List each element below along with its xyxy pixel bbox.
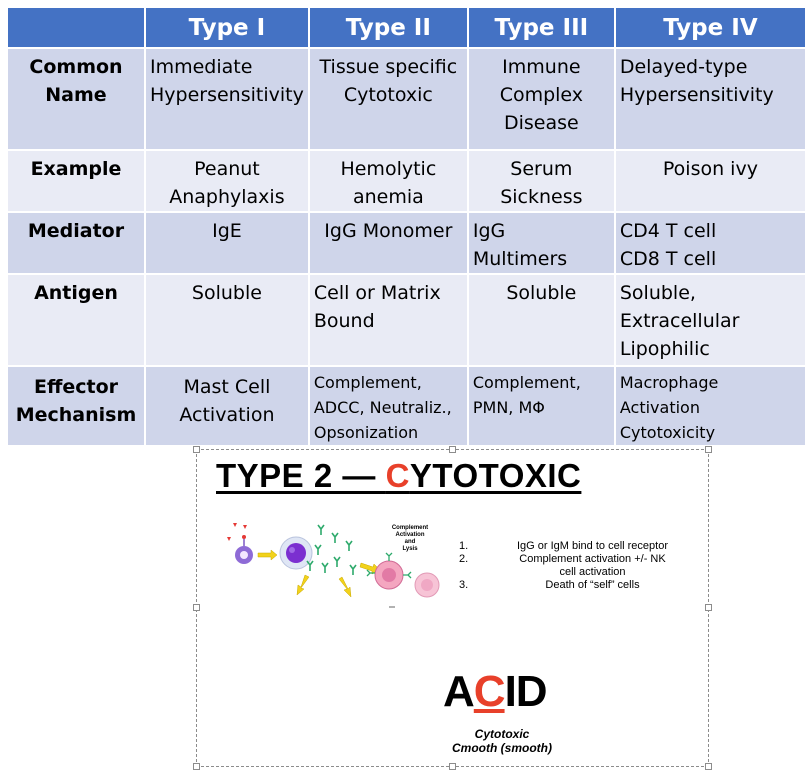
header-type-3: Type III (467, 8, 616, 48)
resize-handle-middle-left[interactable] (193, 604, 200, 611)
cell-type2-mediator: IgG Monomer (308, 211, 469, 274)
row-header-example: Example (8, 149, 146, 212)
cell-type1-common-name: Immediate Hypersensitivity (145, 47, 310, 150)
table-row-example: Example Peanut Anaphylaxis Hemolytic ane… (8, 149, 807, 212)
table-row-antigen: Antigen Soluble Cell or Matrix Bound Sol… (8, 273, 807, 366)
row-header-antigen: Antigen (8, 273, 146, 366)
cell-type1-example: Peanut Anaphylaxis (145, 149, 310, 212)
table-row-mediator: Mediator IgE IgG Monomer IgG Multimers C… (8, 211, 807, 274)
resize-handle-bottom-center[interactable] (449, 763, 456, 770)
cell-type1-effector-mechanism: Mast Cell Activation (145, 365, 310, 445)
cell-type3-common-name: Immune Complex Disease (467, 47, 616, 150)
cell-type4-mediator: CD4 T cell CD8 T cell (614, 211, 807, 274)
header-blank (8, 8, 146, 48)
cytotoxic-illustration: Complement Activation and Lysis (227, 523, 440, 608)
row-header-mediator: Mediator (8, 211, 146, 274)
cell-type3-effector-mechanism: Complement, PMN, MΦ (467, 365, 616, 445)
header-type-4: Type IV (614, 8, 807, 48)
illustration-label-2: Activation (395, 532, 424, 538)
cell-type3-example: Serum Sickness (467, 149, 616, 212)
table-row-common-name: Common Name Immediate Hypersensitivity T… (8, 47, 807, 150)
row-header-effector-mechanism: Effector Mechanism (8, 365, 146, 445)
cell-type4-example: Poison ivy (614, 149, 807, 212)
mechanism-steps: 1.IgG or IgM bind to cell receptor 2.Com… (459, 540, 699, 592)
resize-handle-bottom-right[interactable] (705, 763, 712, 770)
cell-type3-mediator: IgG Multimers (467, 211, 616, 274)
step-item: 3.Death of “self” cells (459, 579, 640, 591)
resize-handle-top-right[interactable] (705, 446, 712, 453)
header-type-2: Type II (308, 8, 469, 48)
table-row-effector-mechanism: Effector Mechanism Mast Cell Activation … (8, 365, 807, 445)
cell-type2-effector-mechanism: Complement, ADCC, Neutraliz., Opsonizati… (308, 365, 469, 445)
header-type-1: Type I (145, 8, 310, 48)
cell-type2-common-name: Tissue specific Cytotoxic (308, 47, 469, 150)
cell-type2-antigen: Cell or Matrix Bound (308, 273, 469, 366)
cell-type4-common-name: Delayed-type Hypersensitivity (614, 47, 807, 150)
table-header-row: Type I Type II Type III Type IV (8, 8, 807, 48)
cell-type1-mediator: IgE (145, 211, 310, 274)
cell-type2-example: Hemolytic anemia (308, 149, 469, 212)
row-header-common-name: Common Name (8, 47, 146, 150)
resize-handle-bottom-left[interactable] (193, 763, 200, 770)
resize-handle-top-left[interactable] (193, 446, 200, 453)
resize-handle-top-center[interactable] (449, 446, 456, 453)
illustration-label-4: Lysis (402, 546, 418, 552)
cell-type1-antigen: Soluble (145, 273, 310, 366)
resize-handle-middle-right[interactable] (705, 604, 712, 611)
cell-type4-effector-mechanism: Macrophage Activation Cytotoxicity (614, 365, 807, 445)
step-item: 1.IgG or IgM bind to cell receptor (459, 540, 668, 552)
slide-title: TYPE 2 — CYTOTOXIC (216, 457, 582, 494)
cell-type4-antigen: Soluble, Extracellular Lipophilic (614, 273, 807, 366)
mnemonic-acid: ACID (443, 667, 548, 716)
illustration-label-3: and (405, 539, 416, 545)
embedded-slide[interactable]: TYPE 2 — CYTOTOXIC Co (193, 446, 712, 770)
cell-type3-antigen: Soluble (467, 273, 616, 366)
mnemonic-caption: Cytotoxic Cmooth (smooth) (452, 727, 552, 755)
hypersensitivity-table: Type I Type II Type III Type IV Common N… (8, 8, 807, 445)
illustration-label-1: Complement (392, 525, 428, 531)
